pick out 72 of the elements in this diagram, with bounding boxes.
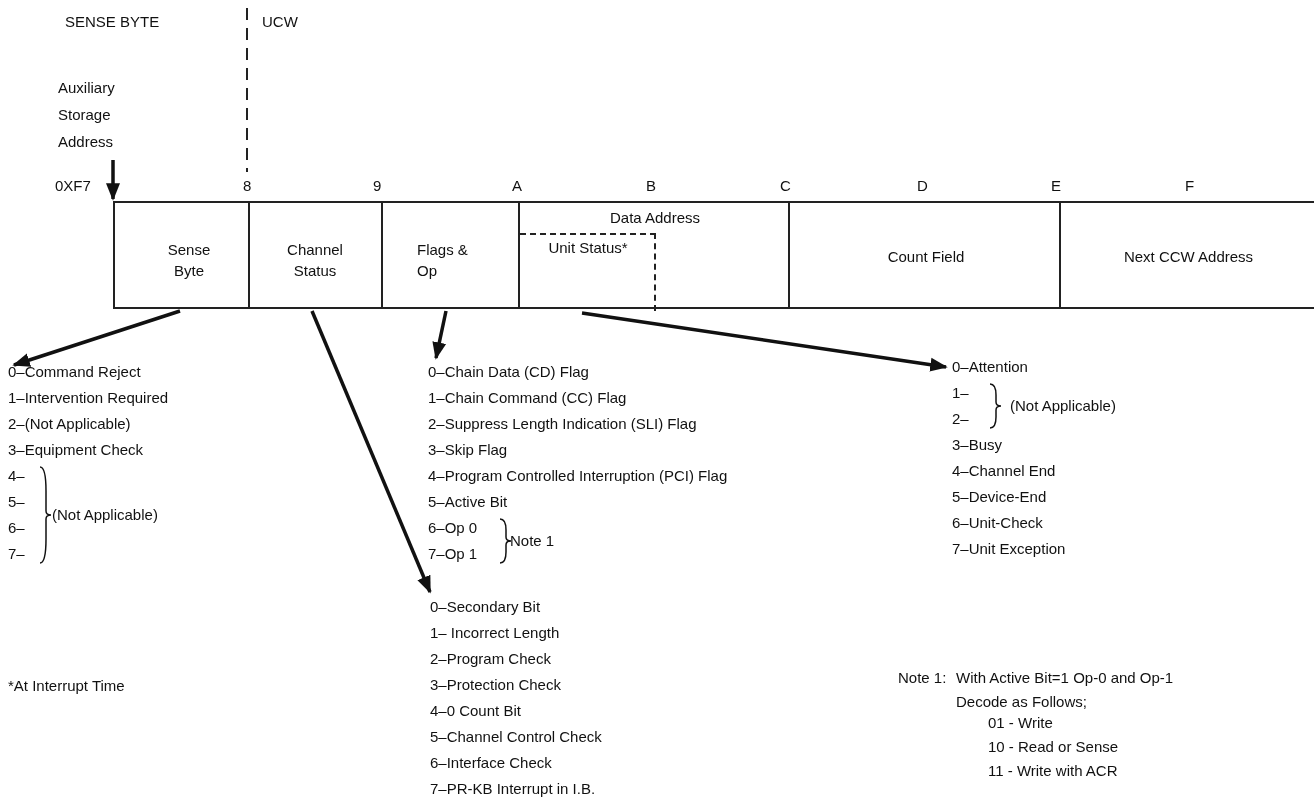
address-label: 0XF7 — [55, 176, 91, 196]
byte-offset-label: 9 — [373, 176, 382, 196]
register-field — [788, 201, 1060, 309]
arrow — [106, 160, 120, 201]
field-label: Sense Byte — [166, 240, 212, 281]
byte-offset-label: 8 — [243, 176, 252, 196]
bit-description: 4–0 Count Bit — [430, 701, 521, 721]
bit-description: 7–Unit Exception — [952, 539, 1066, 559]
bit-description: 5–Channel Control Check — [430, 727, 602, 747]
unit-status-field — [520, 233, 656, 311]
section-title: UCW — [262, 12, 298, 32]
bit-description: 2– — [952, 409, 969, 429]
bit-description: 2–(Not Applicable) — [8, 414, 131, 434]
arrow — [581, 311, 948, 372]
bit-description: 0–Attention — [952, 357, 1028, 377]
bit-description: (Not Applicable) — [52, 505, 158, 525]
bit-description: 2–Suppress Length Indication (SLI) Flag — [428, 414, 697, 434]
bit-description: 1–Intervention Required — [8, 388, 169, 408]
address-caption: Auxiliary Storage Address — [58, 78, 116, 152]
bit-description: 7–PR-KB Interrupt in I.B. — [430, 779, 596, 799]
bit-description: 4– — [8, 466, 25, 486]
bit-description: 4–Channel End — [952, 461, 1056, 481]
field-label: Count Field — [886, 247, 966, 267]
section-title: SENSE BYTE — [65, 12, 160, 32]
byte-offset-label: F — [1185, 176, 1195, 196]
bit-description: 6–Unit-Check — [952, 513, 1043, 533]
arrow — [432, 310, 448, 360]
register-field — [518, 201, 789, 309]
byte-offset-label: A — [512, 176, 522, 196]
bit-description: 1– — [952, 383, 969, 403]
bit-description: 3–Protection Check — [430, 675, 561, 695]
bit-description: 1– Incorrect Length — [430, 623, 560, 643]
bit-description: 0–Command Reject — [8, 362, 141, 382]
register-field — [381, 201, 519, 309]
byte-offset-label: D — [917, 176, 928, 196]
arrow — [12, 309, 181, 367]
bit-description: 5– — [8, 492, 25, 512]
note-text: 10 - Read or Sense — [988, 737, 1119, 757]
byte-offset-label: B — [646, 176, 656, 196]
field-label: Data Address — [608, 208, 702, 228]
field-label: Channel Status — [286, 240, 344, 281]
bit-description: 0–Secondary Bit — [430, 597, 541, 617]
register-field — [248, 201, 382, 309]
bit-description: 6–Op 0 — [428, 518, 478, 538]
bit-description: 3–Equipment Check — [8, 440, 144, 460]
field-label: Flags & Op — [417, 240, 469, 281]
bit-description: 3–Skip Flag — [428, 440, 508, 460]
bit-description: 3–Busy — [952, 435, 1003, 455]
bit-description: 6–Interface Check — [430, 753, 552, 773]
note-text: 01 - Write — [988, 713, 1053, 733]
bit-description: 6– — [8, 518, 25, 538]
arrow — [310, 310, 432, 594]
note-text: 11 - Write with ACR — [988, 761, 1118, 781]
field-label: Unit Status* — [548, 238, 628, 258]
bit-description: 7– — [8, 544, 25, 564]
bit-description: 1–Chain Command (CC) Flag — [428, 388, 627, 408]
note-text: With Active Bit=1 Op-0 and Op-1 Decode as Follows; — [956, 668, 1175, 712]
register-field — [113, 201, 249, 309]
bit-description: 0–Chain Data (CD) Flag — [428, 362, 589, 382]
register-field — [1059, 201, 1314, 309]
byte-offset-label: C — [780, 176, 791, 196]
footnote: *At Interrupt Time — [8, 676, 125, 696]
bit-description: 2–Program Check — [430, 649, 551, 669]
bit-description: 5–Active Bit — [428, 492, 508, 512]
field-label: Next CCW Address — [1122, 247, 1255, 267]
byte-offset-label: E — [1051, 176, 1061, 196]
bit-description: (Not Applicable) — [1010, 396, 1116, 416]
bit-description: 7–Op 1 — [428, 544, 478, 564]
bit-description: 4–Program Controlled Interruption (PCI) Flag — [428, 466, 728, 486]
bit-description: 5–Device-End — [952, 487, 1047, 507]
bit-description: Note 1 — [510, 531, 555, 551]
note-label: Note 1: — [898, 668, 947, 688]
